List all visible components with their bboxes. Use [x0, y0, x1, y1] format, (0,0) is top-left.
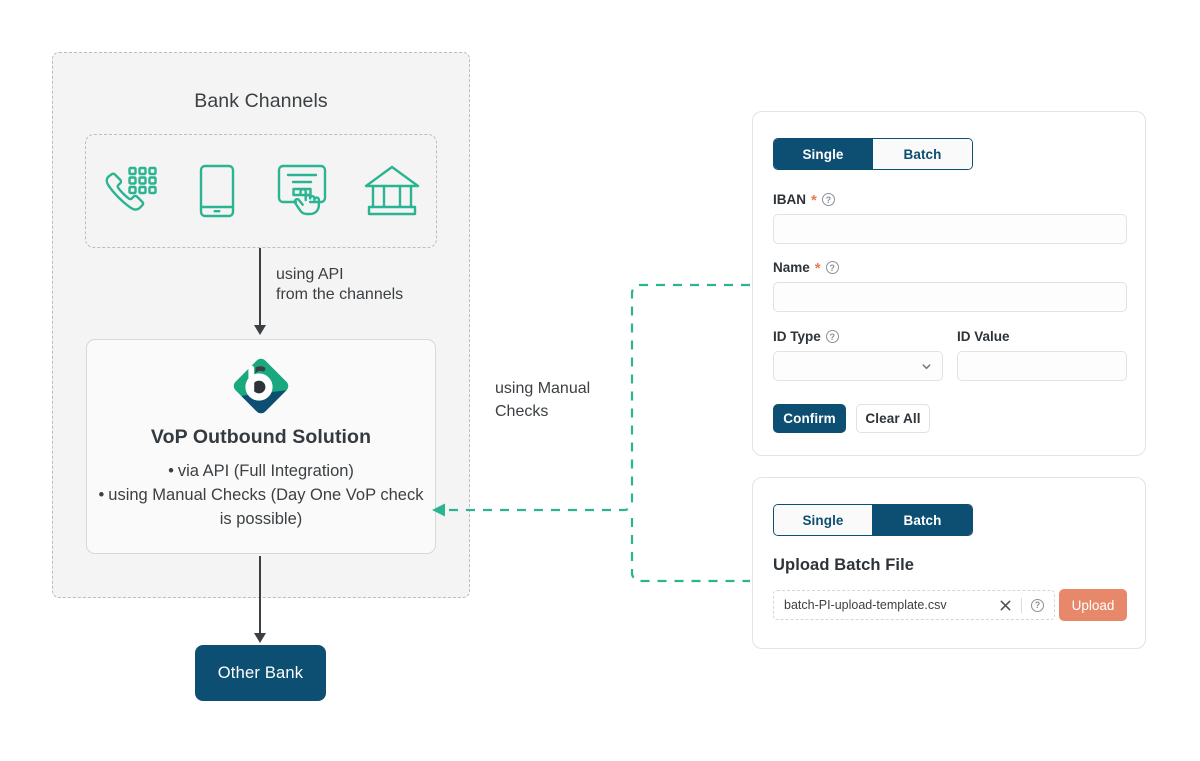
id-type-select[interactable]: [773, 351, 943, 381]
file-help-icon[interactable]: ?: [1031, 598, 1044, 612]
tab-single-batch-panel[interactable]: Single: [774, 505, 873, 535]
list-item: •via API (Full Integration): [168, 462, 354, 480]
phone-keypad-icon: [99, 160, 161, 222]
other-bank-node: Other Bank: [195, 645, 326, 701]
iban-input[interactable]: [773, 214, 1127, 244]
id-value-label: ID Value: [957, 329, 1010, 344]
single-batch-toggle[interactable]: Single Batch: [773, 138, 973, 170]
id-type-help-icon[interactable]: ?: [825, 330, 839, 343]
mobile-phone-icon: [186, 160, 248, 222]
manual-checks-connector: [432, 283, 750, 583]
name-input[interactable]: [773, 282, 1127, 312]
upload-button[interactable]: Upload: [1059, 589, 1127, 621]
upload-batch-file-heading: Upload Batch File: [773, 556, 915, 574]
iban-label-text: IBAN: [773, 192, 806, 207]
tab-batch-batch-panel[interactable]: Batch: [873, 505, 972, 535]
file-actions-divider: [1021, 597, 1022, 613]
id-value-label-text: ID Value: [957, 329, 1010, 344]
api-arrow-label: using API from the channels: [276, 266, 404, 303]
iban-help-icon[interactable]: ?: [821, 193, 835, 206]
batch-single-toggle[interactable]: Single Batch: [773, 504, 973, 536]
id-value-input[interactable]: [957, 351, 1127, 381]
iban-required-asterisk: *: [811, 192, 817, 209]
other-bank-arrow: [254, 556, 266, 643]
clear-all-button[interactable]: Clear All: [856, 404, 930, 433]
file-dropzone[interactable]: batch-PI-upload-template.csv ?: [773, 590, 1055, 620]
close-icon[interactable]: [999, 599, 1012, 612]
vop-bullet-list: •via API (Full Integration) •using Manua…: [87, 459, 435, 531]
vop-bullet-2: using Manual Checks (Day One VoP check i…: [108, 486, 424, 528]
confirm-button[interactable]: Confirm: [773, 404, 846, 433]
id-type-label: ID Type ?: [773, 329, 839, 344]
bank-channels-title: Bank Channels: [194, 90, 328, 112]
list-item: •using Manual Checks (Day One VoP check …: [98, 486, 424, 528]
manual-checks-label: using Manual Checks: [495, 380, 591, 420]
bank-branch-icon: [361, 160, 423, 222]
single-check-panel: Single Batch IBAN * ? Name * ? ID Type ?…: [752, 111, 1146, 456]
channel-icons-group: [85, 134, 437, 248]
iban-label: IBAN * ?: [773, 192, 835, 209]
vop-bullet-1: via API (Full Integration): [177, 462, 354, 480]
vop-title: VoP Outbound Solution: [150, 426, 372, 448]
name-label-text: Name: [773, 260, 810, 275]
name-label: Name * ?: [773, 260, 839, 277]
name-required-asterisk: *: [814, 260, 821, 277]
name-help-icon[interactable]: ?: [825, 261, 839, 274]
tab-single[interactable]: Single: [774, 139, 873, 169]
online-banking-click-icon: [274, 160, 336, 222]
uploaded-file-name: batch-PI-upload-template.csv: [784, 598, 947, 612]
vop-outbound-solution-card: VoP Outbound Solution •via API (Full Int…: [86, 339, 436, 554]
tab-batch[interactable]: Batch: [873, 139, 972, 169]
id-type-label-text: ID Type: [773, 329, 821, 344]
batch-upload-panel: Single Batch Upload Batch File batch-PI-…: [752, 477, 1146, 649]
vop-diamond-logo: [229, 354, 293, 418]
chevron-down-icon: [922, 363, 931, 369]
api-arrow: [254, 248, 266, 335]
